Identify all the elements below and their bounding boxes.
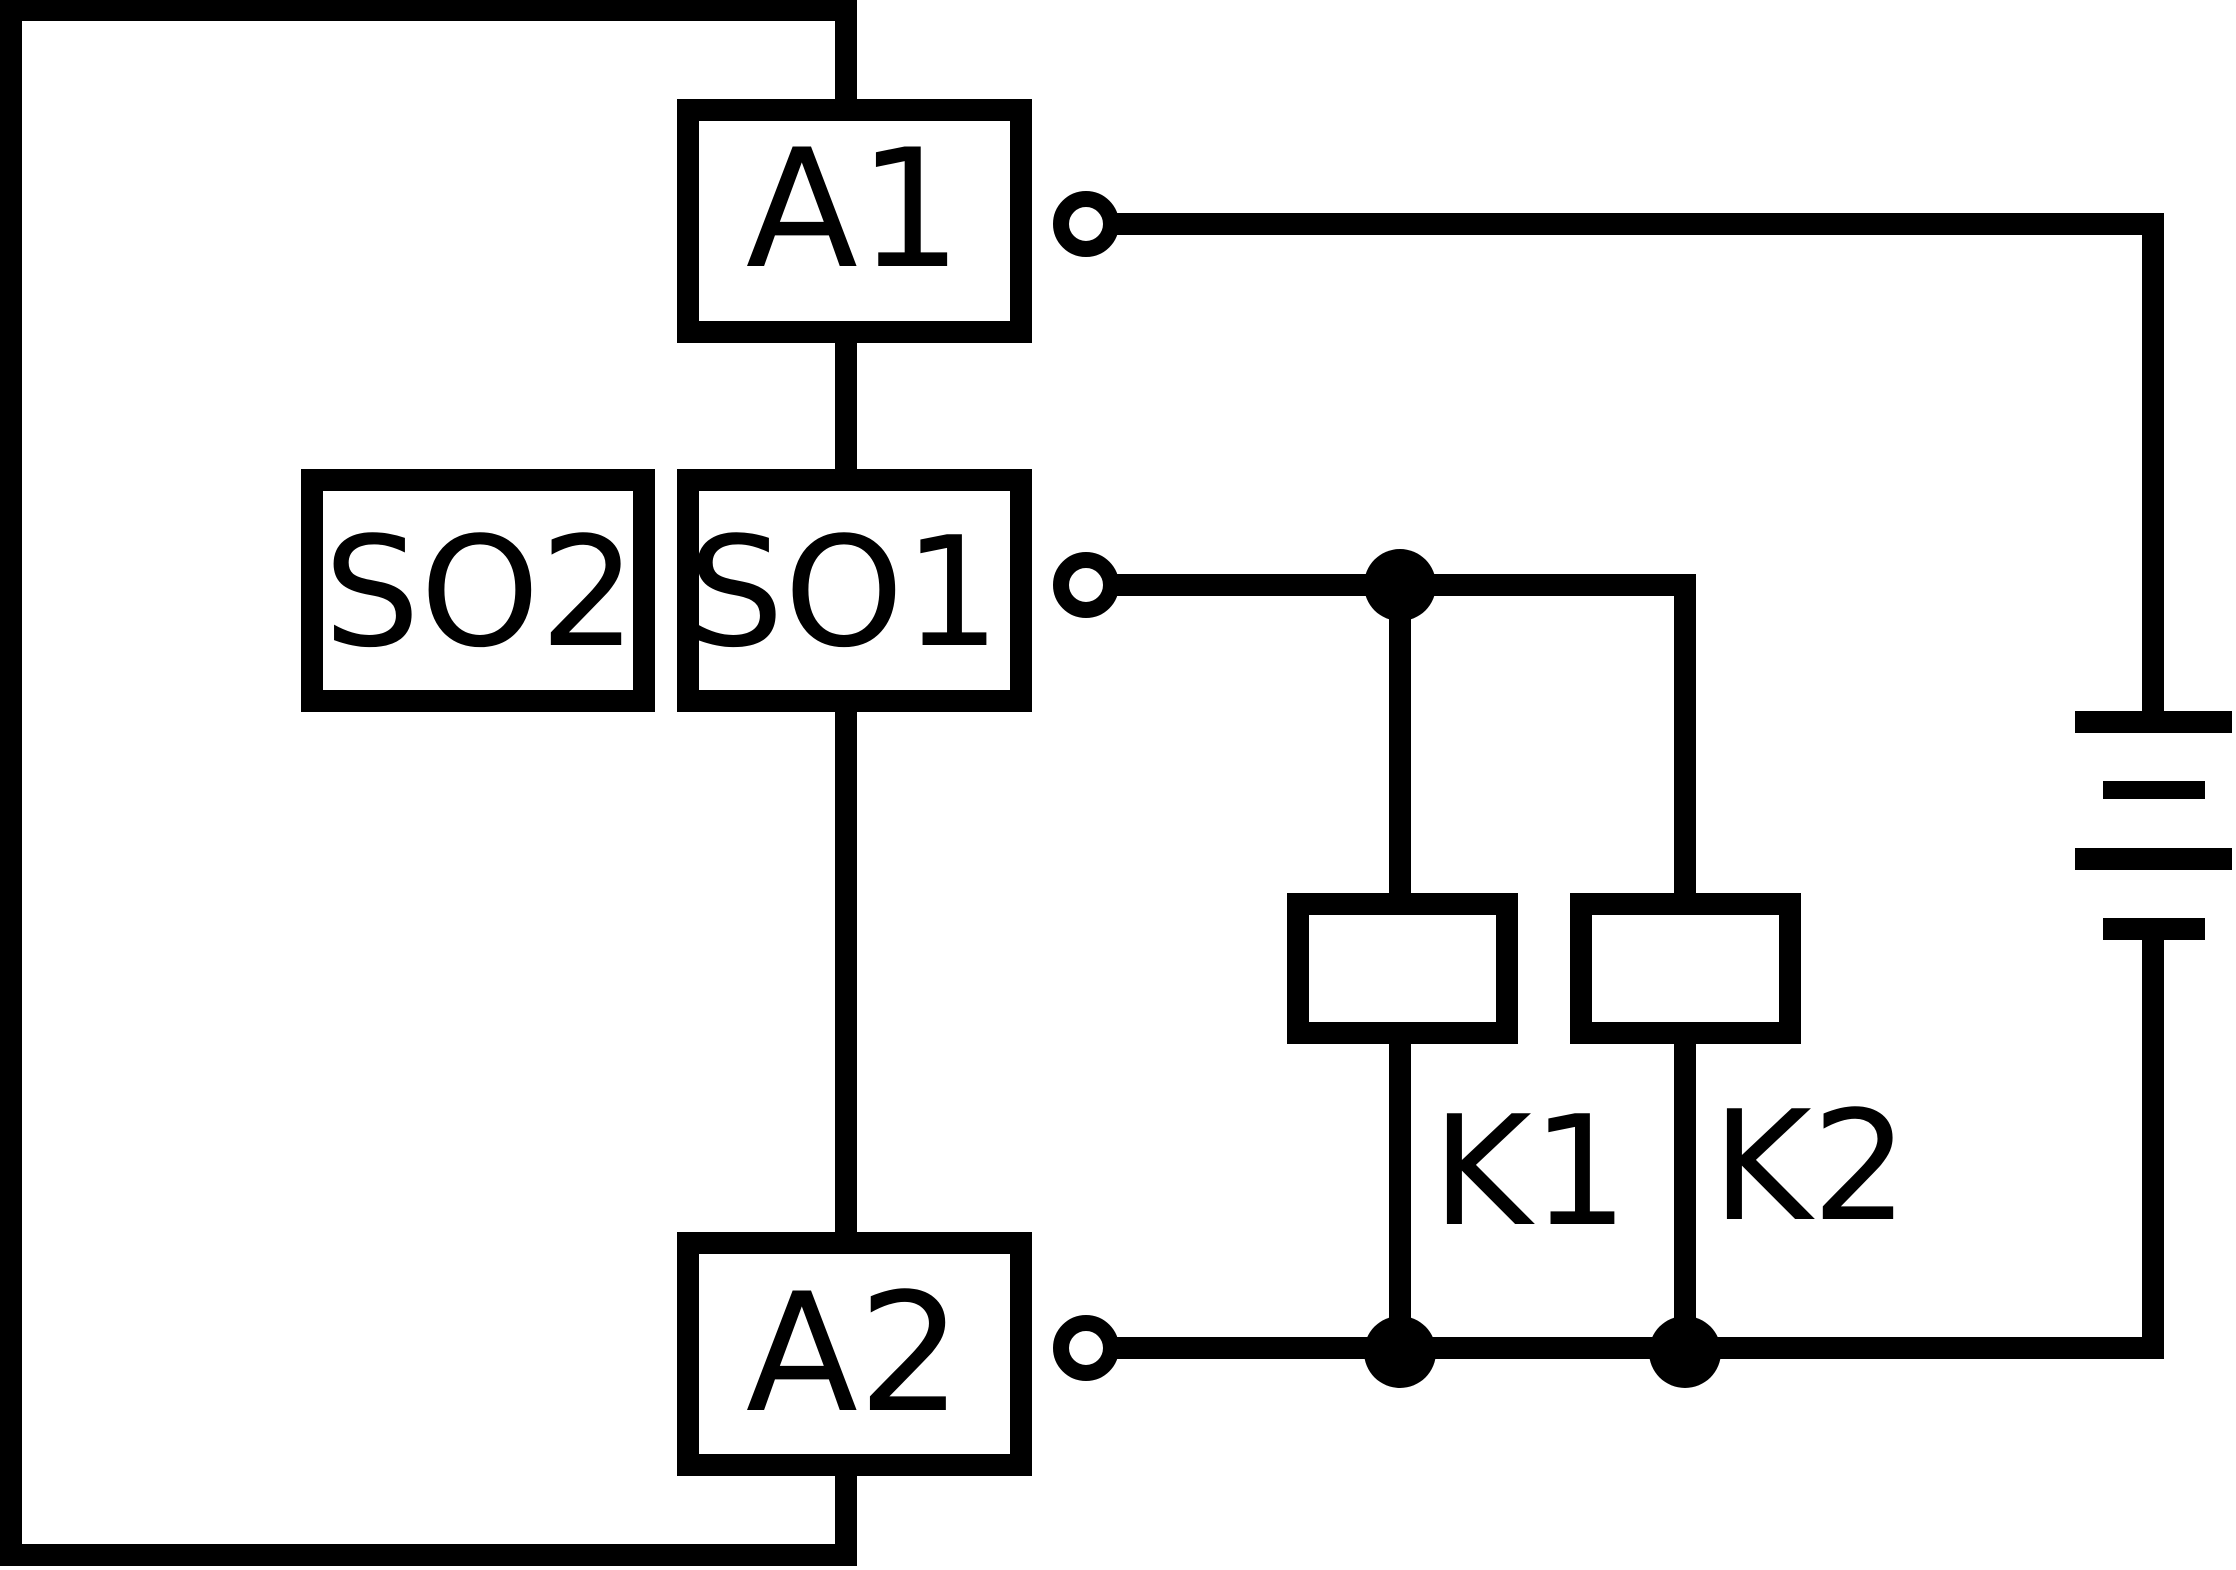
block-so2	[301, 469, 655, 712]
block-a1-label: A1	[746, 114, 963, 305]
a1-supply-wire	[1089, 213, 2164, 731]
block-a2-label: A2	[746, 1258, 963, 1449]
junction-node-k1-top	[1364, 549, 1436, 621]
junction-node-k2-bottom	[1649, 1316, 1721, 1388]
coil-k1-label: K1	[1432, 1083, 1628, 1260]
terminal-a2	[1053, 1315, 1119, 1381]
junction-node-k1-bottom	[1364, 1316, 1436, 1388]
so1-coil-wire	[1089, 574, 1696, 915]
feedback-loop-wire	[0, 0, 857, 1566]
block-a2	[677, 1232, 1032, 1476]
a2-return-wire	[1089, 929, 2164, 1359]
coil-k2-label: K2	[1712, 1078, 1908, 1255]
coil-k1	[1287, 893, 1518, 1044]
block-so1-label: SO1	[688, 504, 1001, 681]
block-so2-label: SO2	[324, 504, 637, 681]
coil-k2	[1570, 893, 1801, 1044]
terminal-a1	[1053, 191, 1119, 257]
terminal-so1	[1053, 552, 1119, 618]
